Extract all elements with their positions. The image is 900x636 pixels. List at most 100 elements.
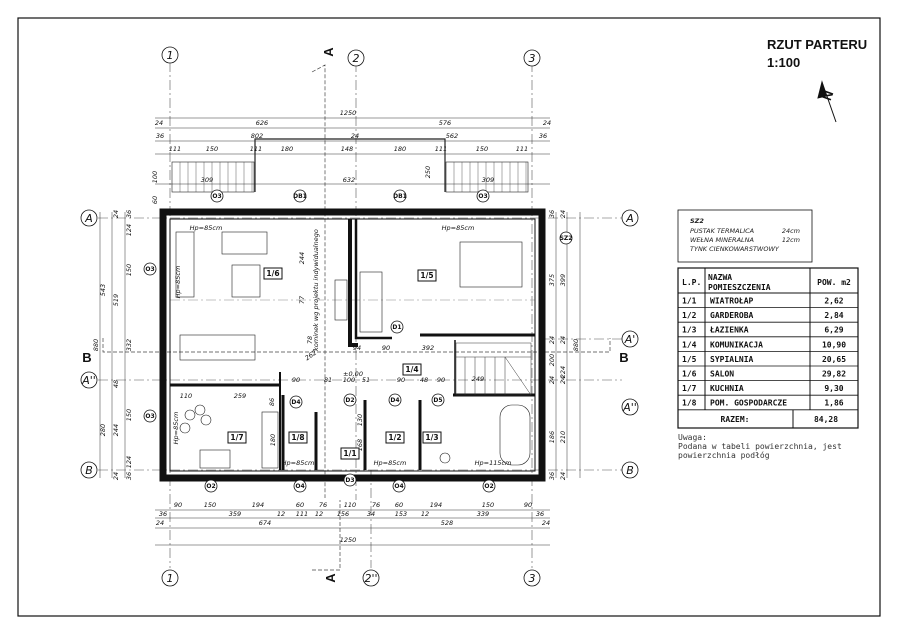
drawing-note: ±0,00 [343, 370, 363, 378]
room-number-box [417, 269, 437, 282]
dimension-label: 36 [156, 132, 164, 140]
element-tag-label: SZ2 [560, 235, 573, 242]
table-cell-area: 2,62 [824, 297, 843, 306]
drawing-note: Hp=85cm [374, 459, 407, 467]
dimension-label: 802 [251, 132, 263, 140]
grid-axis-label: A'' [622, 401, 637, 414]
room-number: 1/1 [343, 449, 356, 458]
material-code: SZ2 [690, 217, 704, 225]
dimension-label: 24 [156, 519, 164, 527]
table-header-area: POW. m2 [817, 278, 851, 287]
element-tag-label: O3 [212, 193, 221, 200]
dimension-label: 543 [99, 284, 107, 296]
table-cell-lp: 1/7 [682, 384, 697, 393]
dimension-label: 90 [524, 501, 532, 509]
dimension-label: 12 [315, 510, 323, 518]
room-number-box [340, 447, 360, 460]
material-layer-name: TYNK CIENKOWARSTWOWY [690, 245, 780, 253]
dimension-label: 24 [559, 336, 567, 344]
table-cell-area: 9,30 [824, 384, 843, 393]
bathtub [499, 404, 531, 466]
dimension-label: 48 [112, 380, 120, 388]
element-tag-label: D1 [392, 324, 401, 331]
dimension-label: 180 [269, 434, 277, 446]
coffee-table [231, 264, 261, 298]
dimension-label: 150 [125, 409, 133, 421]
table-header-name: NAZWA [708, 273, 732, 282]
stairs [455, 342, 532, 396]
element-tag [388, 393, 402, 407]
dimension-label: 576 [439, 119, 451, 127]
dimension-label: 180 [281, 145, 293, 153]
table-note: Uwaga: [678, 433, 707, 442]
grid-axis-bubble [80, 371, 98, 389]
dimension-label: 36 [548, 210, 556, 218]
element-tag [293, 479, 307, 493]
element-tag-label: O2 [484, 483, 493, 490]
element-tag-label: D5 [433, 397, 442, 404]
dimension-label: 359 [229, 510, 241, 518]
dimension-label: 51 [362, 376, 370, 384]
dimension-label: 249 [472, 375, 484, 383]
dimension-label: 90 [382, 344, 390, 352]
table-cell-name: GARDEROBA [710, 311, 754, 320]
room-number-box [385, 431, 405, 444]
dimension-label: 674 [259, 519, 271, 527]
dimension-label: 186 [548, 431, 556, 443]
dimension-label: 244 [112, 424, 120, 436]
grid-axis-bubble [621, 209, 639, 227]
dimension-label: 86 [268, 398, 276, 406]
dimension-label: 626 [256, 119, 268, 127]
drawing-title: RZUT PARTERU [767, 37, 867, 52]
table-cell-lp: 1/3 [682, 326, 697, 335]
grid-axis-bubble [523, 49, 541, 67]
element-tag-label: O4 [394, 483, 403, 490]
element-tag-label: D4 [390, 397, 399, 404]
dimension-label: 12 [421, 510, 429, 518]
dimension-label: 224 [559, 366, 567, 378]
element-tag [204, 479, 218, 493]
dimension-label: 90 [292, 376, 300, 384]
grid-axis-label: A [625, 212, 634, 225]
dimension-label: 24 [112, 472, 120, 480]
room-number-box [422, 431, 442, 444]
room-number-box [227, 431, 247, 444]
table-cell-name: KUCHNIA [710, 384, 744, 393]
dimension-label: 34 [367, 510, 375, 518]
dimension-label: 244 [298, 252, 306, 264]
dimension-label: 392 [422, 344, 434, 352]
dimension-label: 130 [356, 414, 364, 426]
dimension-label: 36 [548, 472, 556, 480]
table-cell-lp: 1/1 [682, 297, 697, 306]
element-tag [393, 189, 407, 203]
dimension-label: 168 [356, 439, 364, 451]
step-lines [179, 162, 527, 192]
element-tag-label: O4 [295, 483, 304, 490]
dimension-label: 94 [353, 344, 361, 352]
sofa-corner [175, 231, 195, 298]
drawing-note: Hp=115cm [475, 459, 512, 467]
element-tag [343, 473, 357, 487]
toilet [439, 452, 451, 464]
bed [459, 241, 523, 288]
element-tag [431, 393, 445, 407]
section-lines [102, 64, 611, 571]
grid-axis-label: 2'' [364, 572, 377, 585]
element-tag [143, 409, 157, 423]
material-layer-thickness: 24cm [782, 227, 800, 235]
table-header-name: POMIESZCZENIA [708, 283, 771, 292]
dimension-label: 150 [125, 264, 133, 276]
dimension-label: 48 [420, 376, 428, 384]
dimension-label: 24 [559, 472, 567, 480]
dimension-lines [99, 117, 581, 546]
dimension-label: 150 [482, 501, 494, 509]
dimension-label: 111 [296, 510, 308, 518]
grid-axis-label: A [84, 212, 93, 225]
element-tag-label: D4 [291, 399, 300, 406]
element-tag-label: D3 [345, 477, 354, 484]
table-cell-name: SYPIALNIA [710, 355, 754, 364]
table-note: powierzchnia podłóg [678, 450, 770, 460]
dimension-label: 880 [92, 339, 100, 351]
dimension-label: 24 [559, 376, 567, 384]
grid-axis-label: 1 [167, 572, 174, 585]
